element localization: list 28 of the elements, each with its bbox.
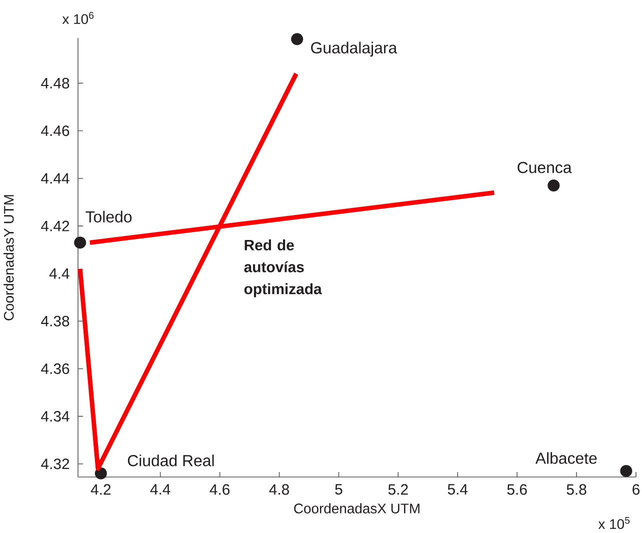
map-note: Red de autovías optimizada xyxy=(244,239,322,298)
tick-label: 4.42 xyxy=(41,220,70,232)
tick-label: 5.8 xyxy=(566,484,586,495)
tick-label: 6 xyxy=(632,484,640,495)
city-name: Ciudad Real xyxy=(128,454,214,466)
city-name: Guadalajara xyxy=(311,42,398,57)
tick-label: 4.46 xyxy=(41,126,70,136)
tick-label: 5.2 xyxy=(388,484,408,495)
tick-label: 5 xyxy=(335,484,342,495)
scale-factor: x 10$^{5}$ xyxy=(598,516,630,530)
tick-label: 4.4 xyxy=(150,484,170,494)
tick-label: 4.34 xyxy=(41,411,70,422)
scale-factor: x 10$^{6}$ xyxy=(62,12,94,24)
tick-label: 4.2 xyxy=(90,484,111,495)
tick-label: 5.4 xyxy=(448,484,468,495)
tick-label: 4.6 xyxy=(210,484,230,495)
city-name: Albacete xyxy=(535,452,597,464)
tick-label: 4.8 xyxy=(269,484,289,495)
tick-label: 5.6 xyxy=(507,484,527,495)
axis-title: CoordenadasY UTM xyxy=(4,195,14,320)
tick-label: 4.32 xyxy=(41,458,70,470)
tick-label: 4.36 xyxy=(41,363,70,374)
tick-label: 4.44 xyxy=(41,173,70,184)
tick-label: 4.4 xyxy=(49,268,70,279)
axis-title: CoordenadasX UTM xyxy=(294,503,420,514)
tick-label: 4.38 xyxy=(41,316,70,326)
tick-label: 4.48 xyxy=(41,78,70,88)
city-name: Cuenca xyxy=(518,162,572,174)
